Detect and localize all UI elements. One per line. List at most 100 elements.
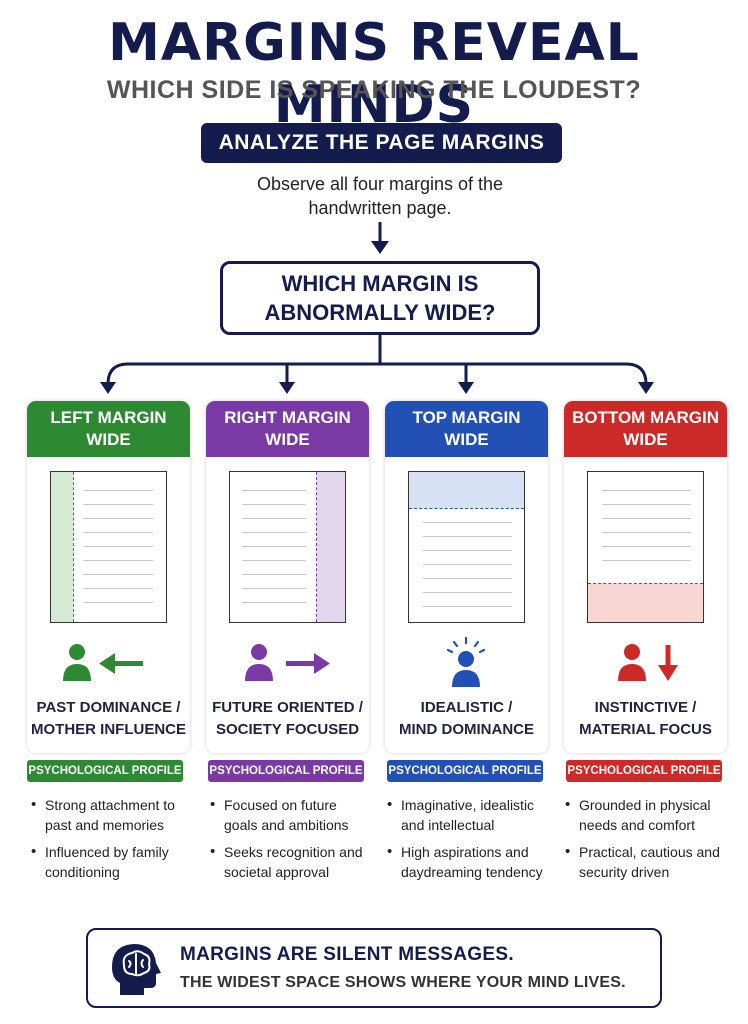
arrowhead-top xyxy=(458,382,474,394)
traits-list-left: Strong attachment to past and memories I… xyxy=(29,795,194,889)
page-rule-line xyxy=(423,536,512,537)
card-result-line-2: MIND DOMINANCE xyxy=(399,721,534,738)
arrowhead-main xyxy=(371,241,389,254)
trait-item: Influenced by family conditioning xyxy=(29,842,194,882)
card-heading-line-2: WIDE xyxy=(265,430,310,449)
page-rule-line xyxy=(423,564,512,565)
margin-shade xyxy=(317,472,345,622)
page-rule-line xyxy=(83,518,153,519)
page-rule-line xyxy=(242,504,306,505)
card-result-line-1: FUTURE ORIENTED / xyxy=(212,699,363,716)
page-rule-line xyxy=(242,532,306,533)
page-illustration xyxy=(408,471,525,623)
footer-callout: MARGINS ARE SILENT MESSAGES. THE WIDEST … xyxy=(86,928,662,1008)
traits-list-right: Focused on future goals and ambitions Se… xyxy=(208,795,373,889)
page-rule-line xyxy=(423,592,512,593)
page-rule-line xyxy=(83,602,153,603)
trait-item: Seeks recognition and societal approval xyxy=(208,842,373,882)
card-heading: TOP MARGIN WIDE xyxy=(385,401,548,457)
footer-title: MARGINS ARE SILENT MESSAGES. xyxy=(180,944,514,965)
connector-branch xyxy=(106,362,648,385)
card-heading-line-1: RIGHT MARGIN xyxy=(224,408,351,427)
margin-dashed-line xyxy=(316,472,317,622)
person-arrow-down-icon xyxy=(618,644,678,681)
head-brain-icon xyxy=(112,944,161,995)
card-result: INSTINCTIVE / MATERIAL FOCUS xyxy=(564,697,727,741)
step-description-line-1: Observe all four margins of the xyxy=(256,174,504,194)
card-result-line-2: MOTHER INFLUENCE xyxy=(31,721,186,738)
trait-item: Imaginative, idealistic and intellectual xyxy=(385,795,545,835)
page-rule-line xyxy=(83,574,153,575)
page-rule-line xyxy=(423,606,512,607)
card-heading-line-1: TOP MARGIN xyxy=(412,408,521,427)
page-rule-line xyxy=(83,532,153,533)
person-arrow-right-icon xyxy=(245,644,330,681)
card-result-line-1: IDEALISTIC / xyxy=(420,699,513,716)
page-rule-line xyxy=(423,578,512,579)
margin-dashed-line xyxy=(409,508,524,509)
margin-shade xyxy=(51,472,73,622)
page-rule-line xyxy=(602,504,691,505)
page-rule-line xyxy=(83,490,153,491)
page-rule-line xyxy=(83,546,153,547)
page-rule-line xyxy=(602,490,691,491)
page-rule-line xyxy=(242,546,306,547)
page-illustration xyxy=(50,471,167,623)
card-heading: RIGHT MARGIN WIDE xyxy=(206,401,369,457)
trait-item: Focused on future goals and ambitions xyxy=(208,795,373,835)
page-rule-line xyxy=(423,522,512,523)
trait-item: High aspirations and daydreaming tendenc… xyxy=(385,842,545,882)
traits-list-bottom: Grounded in physical needs and comfort P… xyxy=(563,795,733,889)
step-analyze-box: ANALYZE THE PAGE MARGINS xyxy=(201,123,562,163)
page-rule-line xyxy=(242,588,306,589)
margin-dashed-line xyxy=(588,583,703,584)
card-top-margin: TOP MARGIN WIDE IDEALISTIC / MIND DOMINAN… xyxy=(385,401,548,753)
flow-connectors xyxy=(100,222,654,394)
person-radiating-icon xyxy=(446,637,486,687)
page-title: MARGINS REVEAL MINDS xyxy=(108,13,640,135)
card-heading-line-2: WIDE xyxy=(623,430,668,449)
profile-badge-top: PSYCHOLOGICAL PROFILE xyxy=(387,760,543,782)
page-rule-line xyxy=(242,602,306,603)
person-arrow-left-icon xyxy=(63,644,143,681)
card-result-line-1: INSTINCTIVE / xyxy=(594,699,697,716)
trait-item: Grounded in physical needs and comfort xyxy=(563,795,733,835)
page-illustration xyxy=(229,471,346,623)
card-heading-line-2: WIDE xyxy=(444,430,489,449)
step-description: Observe all four margins of the handwrit… xyxy=(200,172,560,220)
card-heading-line-2: WIDE xyxy=(86,430,131,449)
page-rule-line xyxy=(83,588,153,589)
page-subtitle: WHICH SIDE IS SPEAKING THE LOUDEST? xyxy=(106,76,642,104)
page-rule-line xyxy=(602,532,691,533)
margin-shade xyxy=(409,472,524,508)
question-line-1: WHICH MARGIN IS xyxy=(281,271,479,296)
card-result: FUTURE ORIENTED / SOCIETY FOCUSED xyxy=(206,697,369,741)
question-line-2: ABNORMALLY WIDE? xyxy=(264,300,496,325)
card-heading: BOTTOM MARGIN WIDE xyxy=(564,401,727,457)
page-rule-line xyxy=(242,518,306,519)
arrowhead-right xyxy=(279,382,295,394)
page-rule-line xyxy=(602,518,691,519)
page-rule-line xyxy=(423,550,512,551)
page-rule-line xyxy=(83,560,153,561)
profile-badge-right: PSYCHOLOGICAL PROFILE xyxy=(208,760,364,782)
profile-badge-bottom: PSYCHOLOGICAL PROFILE xyxy=(566,760,722,782)
margin-dashed-line xyxy=(73,472,74,622)
card-result-line-1: PAST DOMINANCE / xyxy=(36,699,181,716)
card-result-line-2: MATERIAL FOCUS xyxy=(579,721,712,738)
arrowhead-bottom xyxy=(638,382,654,394)
footer-subtitle: THE WIDEST SPACE SHOWS WHERE YOUR MIND L… xyxy=(180,974,626,991)
profile-badge-left: PSYCHOLOGICAL PROFILE xyxy=(27,760,183,782)
margin-shade xyxy=(588,584,703,622)
card-right-margin: RIGHT MARGIN WIDE FUTURE ORIENTED / SOCIE… xyxy=(206,401,369,753)
question-box: WHICH MARGIN IS ABNORMALLY WIDE? xyxy=(220,261,540,335)
page-rule-line xyxy=(242,574,306,575)
card-heading-line-1: BOTTOM MARGIN xyxy=(571,408,719,427)
page-rule-line xyxy=(242,490,306,491)
page-rule-line xyxy=(602,546,691,547)
card-result: IDEALISTIC / MIND DOMINANCE xyxy=(385,697,548,741)
trait-item: Strong attachment to past and memories xyxy=(29,795,194,835)
page-rule-line xyxy=(242,560,306,561)
